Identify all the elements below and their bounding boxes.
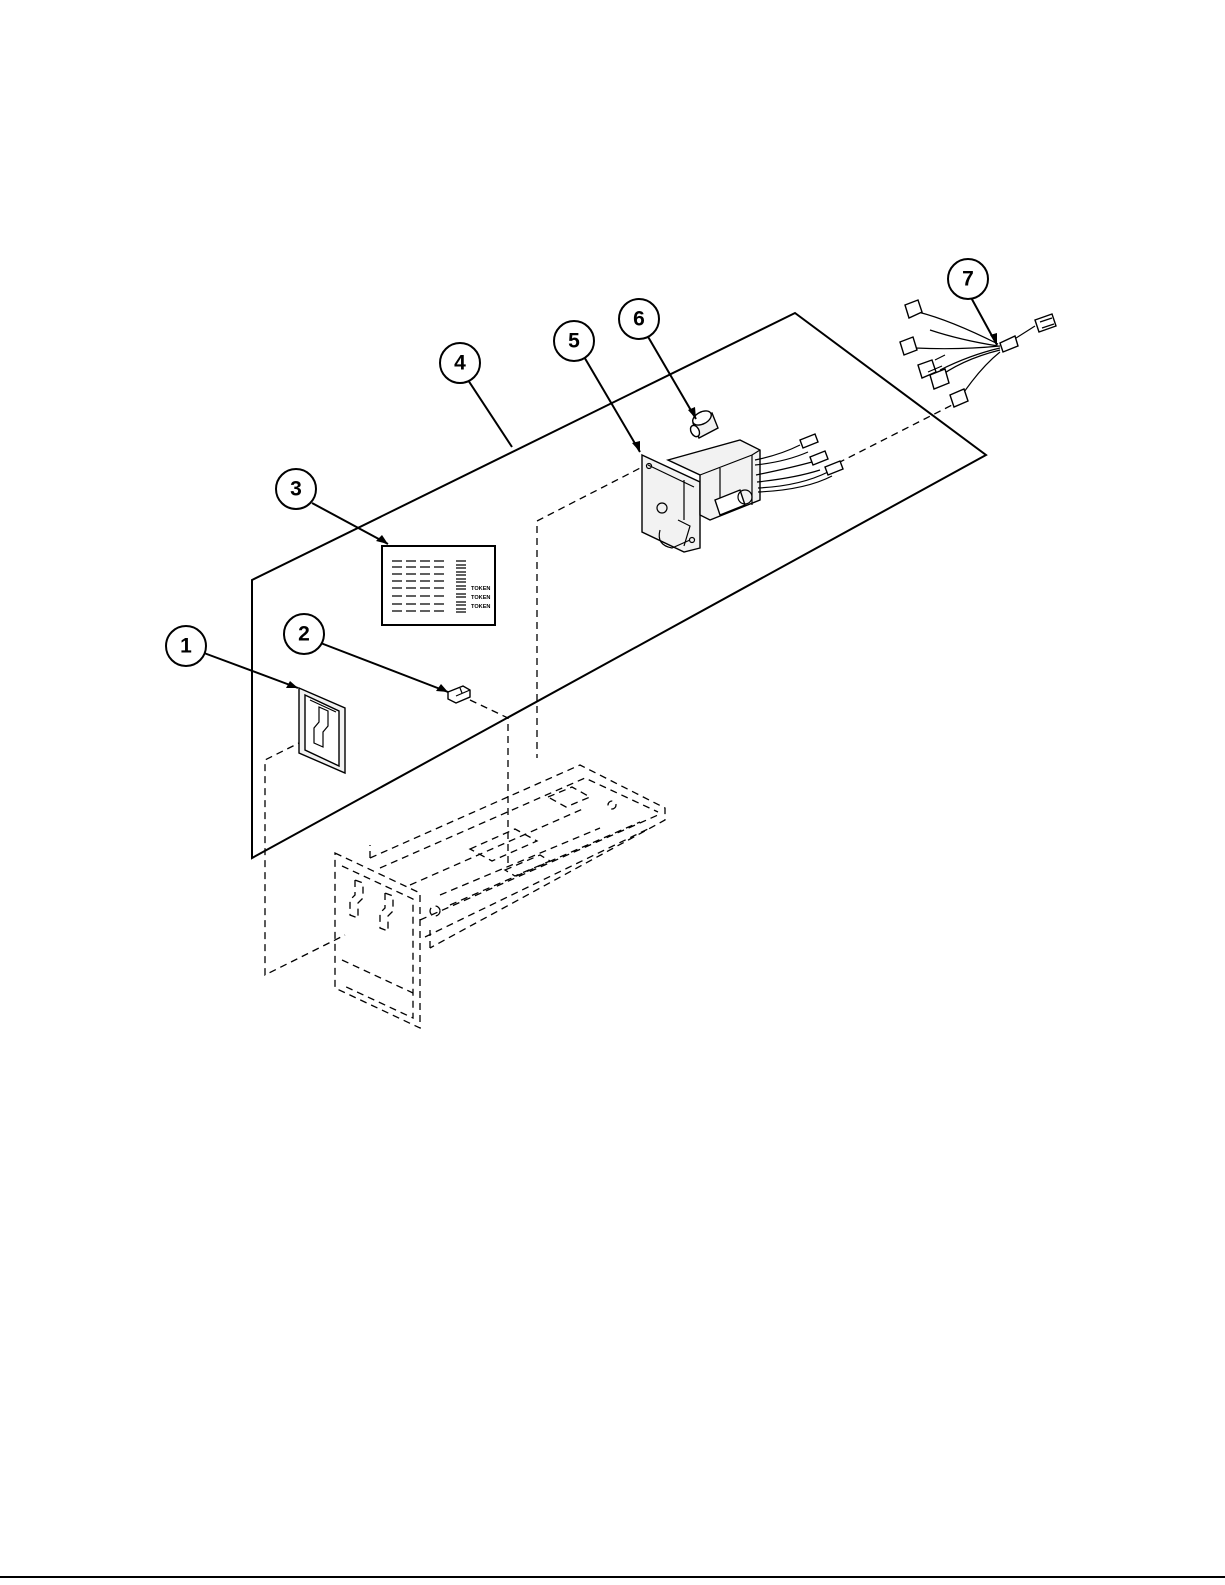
page-bottom-rule (0, 1576, 1225, 1578)
callout-6-label: 6 (633, 308, 645, 331)
callout-5-label: 5 (568, 330, 580, 353)
callout-4-label: 4 (454, 352, 466, 375)
assembly-leader-lines (265, 402, 958, 975)
label-token-text-2: TOKEN (471, 595, 490, 601)
callout-6: 6 (619, 299, 659, 339)
label-token-text-3: TOKEN (471, 604, 490, 610)
callout-7-label: 7 (962, 268, 974, 291)
callout-1: 1 (166, 626, 206, 666)
callout-7: 7 (948, 259, 988, 299)
mounting-panel (252, 313, 986, 858)
chassis-frame-dashed (335, 765, 665, 1028)
callout-1-label: 1 (180, 635, 192, 658)
label-plate: TOKEN TOKEN TOKEN (382, 546, 495, 625)
callout-2-label: 2 (298, 623, 310, 646)
callout-5: 5 (554, 321, 594, 361)
callout-2: 2 (284, 614, 324, 654)
keyhole-plate (299, 688, 345, 773)
wire-harness (900, 300, 1056, 407)
retaining-clip (448, 686, 470, 703)
callout-4: 4 (440, 343, 480, 383)
callout-3-label: 3 (290, 478, 302, 501)
label-token-text-1: TOKEN (471, 586, 490, 592)
lock-assembly (642, 434, 843, 552)
callout-3: 3 (276, 469, 316, 509)
